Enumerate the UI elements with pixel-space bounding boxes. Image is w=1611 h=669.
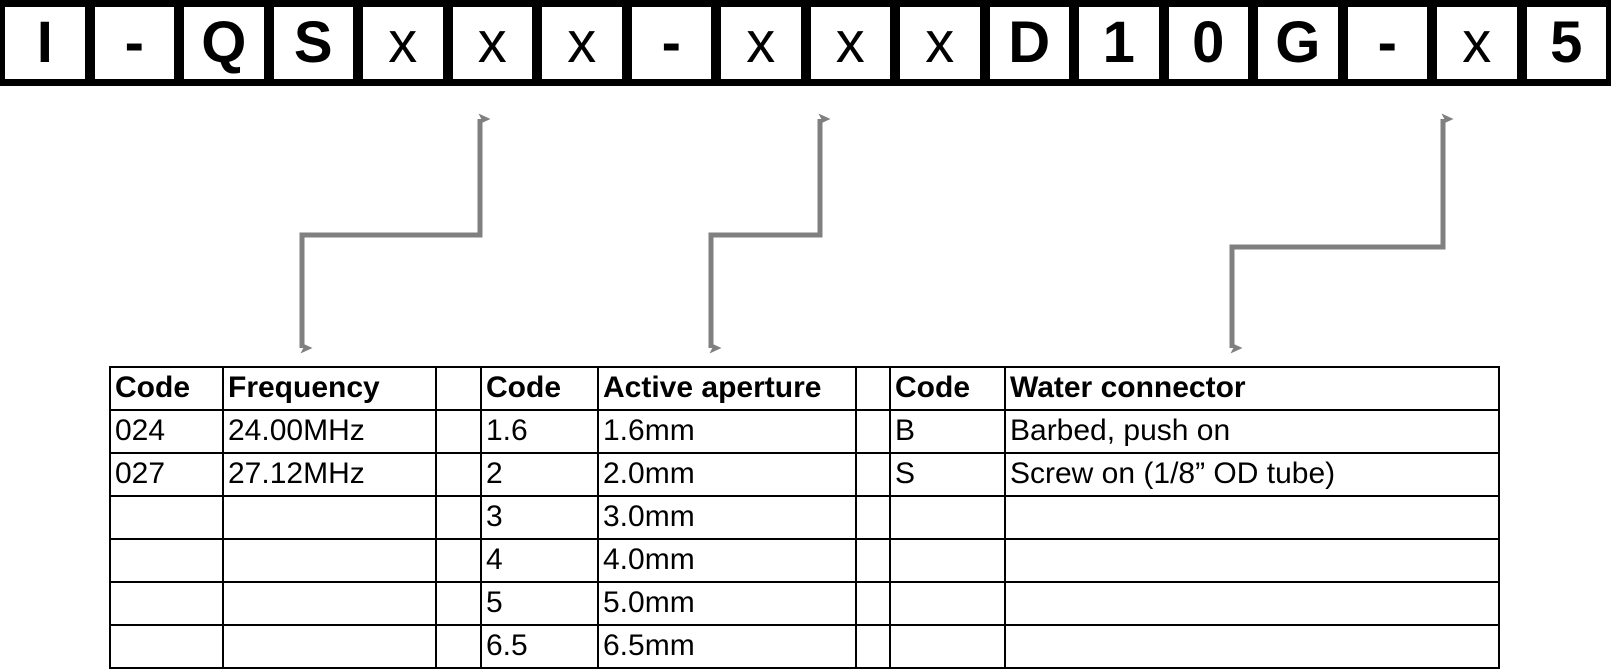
spacer-cell <box>436 625 481 668</box>
header-frequency-code: Code <box>110 367 223 410</box>
header-aperture-code: Code <box>481 367 598 410</box>
spacer-cell <box>856 582 890 625</box>
connector-value-cell <box>1005 582 1499 625</box>
connector-code-cell <box>890 625 1005 668</box>
aperture-value-cell: 1.6mm <box>598 410 856 453</box>
aperture-value-cell: 4.0mm <box>598 539 856 582</box>
part-number-cell-1: - <box>90 7 180 79</box>
part-number-cell-15: - <box>1343 7 1433 79</box>
frequency-code-cell: 024 <box>110 410 223 453</box>
frequency-value-cell: 27.12MHz <box>223 453 436 496</box>
connector-leader <box>1232 119 1443 348</box>
frequency-leader <box>302 119 480 348</box>
aperture-code-cell: 5 <box>481 582 598 625</box>
table-row: 3 3.0mm <box>110 496 1499 539</box>
part-number-cell-13: 0 <box>1164 7 1254 79</box>
frequency-value-cell <box>223 496 436 539</box>
spacer-cell <box>436 582 481 625</box>
connector-value-cell <box>1005 496 1499 539</box>
header-aperture-value: Active aperture <box>598 367 856 410</box>
spacer-cell-1 <box>436 367 481 410</box>
part-number-cell-0: I <box>0 7 90 79</box>
part-number-strip: I - Q S x x x - x x x D 1 0 G - x 5 <box>0 0 1611 86</box>
part-number-cell-4: x <box>358 7 448 79</box>
spacer-cell-2 <box>856 367 890 410</box>
aperture-value-cell: 3.0mm <box>598 496 856 539</box>
part-number-cell-14: G <box>1253 7 1343 79</box>
part-number-cell-16: x <box>1432 7 1522 79</box>
spacer-cell <box>856 625 890 668</box>
part-number-cell-17: 5 <box>1522 7 1611 79</box>
connector-code-cell <box>890 539 1005 582</box>
spacer-cell <box>856 496 890 539</box>
header-connector-value: Water connector <box>1005 367 1499 410</box>
table-row: 5 5.0mm <box>110 582 1499 625</box>
frequency-value-cell <box>223 582 436 625</box>
connector-value-cell <box>1005 539 1499 582</box>
spacer-cell <box>436 539 481 582</box>
part-number-cell-7: - <box>627 7 717 79</box>
aperture-value-cell: 5.0mm <box>598 582 856 625</box>
connector-value-cell <box>1005 625 1499 668</box>
part-number-cell-3: S <box>269 7 359 79</box>
table-row: 6.5 6.5mm <box>110 625 1499 668</box>
frequency-value-cell <box>223 539 436 582</box>
aperture-value-cell: 2.0mm <box>598 453 856 496</box>
connector-value-cell: Screw on (1/8” OD tube) <box>1005 453 1499 496</box>
spacer-cell <box>436 453 481 496</box>
spacer-cell <box>856 539 890 582</box>
table-row: 027 27.12MHz 2 2.0mm S Screw on (1/8” OD… <box>110 453 1499 496</box>
frequency-code-cell <box>110 625 223 668</box>
frequency-code-cell <box>110 582 223 625</box>
frequency-code-cell: 027 <box>110 453 223 496</box>
specification-tables: Code Frequency Code Active aperture Code… <box>109 366 1498 669</box>
frequency-code-cell <box>110 496 223 539</box>
aperture-leader <box>711 119 820 348</box>
header-frequency-value: Frequency <box>223 367 436 410</box>
aperture-value-cell: 6.5mm <box>598 625 856 668</box>
part-number-cell-10: x <box>895 7 985 79</box>
table-row: 4 4.0mm <box>110 539 1499 582</box>
connector-code-cell <box>890 496 1005 539</box>
frequency-value-cell: 24.00MHz <box>223 410 436 453</box>
connector-code-cell <box>890 582 1005 625</box>
part-number-cell-11: D <box>985 7 1075 79</box>
aperture-code-cell: 6.5 <box>481 625 598 668</box>
part-number-cell-6: x <box>537 7 627 79</box>
aperture-code-cell: 4 <box>481 539 598 582</box>
spacer-cell <box>856 453 890 496</box>
frequency-value-cell <box>223 625 436 668</box>
connector-code-cell: S <box>890 453 1005 496</box>
aperture-code-cell: 2 <box>481 453 598 496</box>
part-number-cell-2: Q <box>179 7 269 79</box>
part-number-cell-12: 1 <box>1074 7 1164 79</box>
connector-code-cell: B <box>890 410 1005 453</box>
aperture-code-cell: 1.6 <box>481 410 598 453</box>
table-row: 024 24.00MHz 1.6 1.6mm B Barbed, push on <box>110 410 1499 453</box>
spacer-cell <box>436 496 481 539</box>
aperture-code-cell: 3 <box>481 496 598 539</box>
header-connector-code: Code <box>890 367 1005 410</box>
frequency-code-cell <box>110 539 223 582</box>
spacer-cell <box>856 410 890 453</box>
part-number-cell-5: x <box>448 7 538 79</box>
spec-table: Code Frequency Code Active aperture Code… <box>109 366 1500 669</box>
part-number-cell-8: x <box>716 7 806 79</box>
table-header-row: Code Frequency Code Active aperture Code… <box>110 367 1499 410</box>
connector-value-cell: Barbed, push on <box>1005 410 1499 453</box>
part-number-cell-9: x <box>806 7 896 79</box>
spacer-cell <box>436 410 481 453</box>
